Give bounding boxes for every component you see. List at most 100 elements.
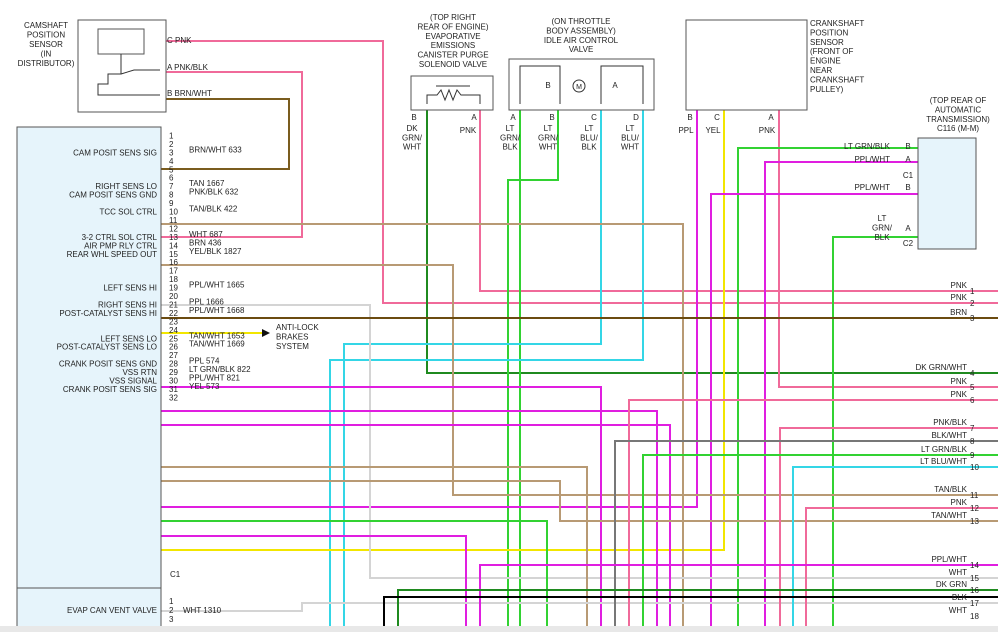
ckp-sensor-label: POSITION [810, 28, 848, 37]
pcm-wire-color: PPL/WHT 1665 [189, 281, 245, 290]
iac-motor-circle [572, 79, 586, 93]
pcm-wire-color: PPL 574 [189, 357, 220, 366]
pcm-wire-color: YEL/BLK 1827 [189, 247, 242, 256]
pcm-pin-label: VSS SIGNAL [109, 377, 157, 386]
right-wire-number: 4 [970, 369, 975, 378]
ckp-wire-pnk: PNK [759, 126, 776, 135]
c116-wire-4: BLK [874, 233, 890, 242]
right-wire-number: 6 [970, 396, 975, 405]
wire-r17-blk [383, 596, 998, 632]
wire-pin13-wht [161, 304, 998, 579]
abs-arrow [262, 329, 270, 337]
right-wire-color: PPL/WHT [931, 555, 967, 564]
iac-inner-m: M [576, 84, 582, 91]
c116-pin-a2: A [905, 224, 911, 233]
right-wire-number: 12 [970, 504, 979, 513]
right-wire-color: PNK/BLK [933, 418, 967, 427]
iac-pin-A: A [510, 113, 516, 122]
ckp-sensor-label: SENSOR [810, 38, 844, 47]
wire-c116-lt-grn-blk-2 [832, 236, 918, 632]
wire-c2-pin2-wht [161, 602, 998, 612]
pcm-pin-number: 27 [169, 351, 178, 360]
pcm-pin-number: 20 [169, 292, 178, 301]
pcm-pin-number: 32 [169, 393, 178, 402]
wire-pin29-lt-grn-blk [161, 520, 548, 632]
wire-c116-lt-grn-blk [737, 147, 918, 632]
pcm-pin-label: LEFT SENS LO [101, 334, 157, 343]
right-wire-color: LT GRN/BLK [921, 445, 968, 454]
pcm-pin-label: RIGHT SENS LO [95, 182, 157, 191]
pcm-pin-number: 8 [169, 191, 174, 200]
pcm-pin-number: 30 [169, 377, 178, 386]
evap-pin-a: A [471, 113, 477, 122]
right-wire-number: 15 [970, 574, 979, 583]
pcm-pin-label: TCC SOL CTRL [100, 208, 158, 217]
c116-wire-2: PPL/WHT [854, 155, 890, 164]
pcm-pin-label: POST-CATALYST SENS HI [59, 309, 157, 318]
wire-r9-lt-grn-blk [642, 454, 998, 632]
right-wire-number: 9 [970, 451, 975, 460]
right-wire-number: 11 [970, 491, 979, 500]
iac-valve-label: IDLE AIR CONTROL [544, 36, 619, 45]
right-wire-color: DK GRN/WHT [915, 363, 967, 372]
right-wire-color: BLK/WHT [931, 431, 967, 440]
right-wire-color: WHT [949, 568, 967, 577]
evap-wire-pnk: PNK [460, 126, 477, 135]
cmp-sensor-label: DISTRIBUTOR) [18, 59, 75, 68]
evap-wire-color: DK [406, 124, 418, 133]
wire-cmp-pnk-blk [161, 71, 303, 238]
right-wire-number: 18 [970, 612, 979, 621]
iac-wire-color: LT [626, 124, 635, 133]
iac-wire-color: LT [544, 124, 553, 133]
evap-valve-label: (TOP RIGHT [430, 13, 476, 22]
wire-evap-dk-grn-wht [426, 110, 998, 374]
evap-valve-label: SOLENOID VALVE [419, 60, 487, 69]
pcm-wire-color: PNK/BLK 632 [189, 188, 239, 197]
wire-r10-lt-blu-wht [792, 466, 998, 632]
c116-label: C116 (M-M) [937, 124, 979, 133]
pcm-wire-color: YEL 573 [189, 382, 220, 391]
cmp-sensor-label: CAMSHAFT [24, 21, 68, 30]
pcm-pin-number: 19 [169, 284, 178, 293]
right-wire-number: 5 [970, 383, 975, 392]
right-wire-number: 16 [970, 586, 979, 595]
right-wire-color: TAN/BLK [934, 485, 967, 494]
pcm-pin-label: AIR PMP RLY CTRL [84, 241, 157, 250]
pcm-wire-color: BRN/WHT 633 [189, 145, 242, 154]
pcm-pin-number: 13 [169, 233, 178, 242]
wire-ckp-pnk [778, 110, 998, 388]
c116-label: (TOP REAR OF [930, 96, 987, 105]
ckp-pin-c: C [714, 113, 720, 122]
evap-valve-label: REAR OF ENGINE) [417, 22, 488, 31]
ckp-sensor-box [685, 19, 808, 111]
evap-pin-b: B [411, 113, 416, 122]
right-wire-number: 7 [970, 424, 975, 433]
wire-pin30-ppl-wht [161, 535, 467, 632]
pcm-wire-color: PPL/WHT 1668 [189, 306, 245, 315]
wire-iac-b [507, 110, 559, 632]
wire-pin21-ppl [161, 410, 658, 632]
iac-valve-label: (ON THROTTLE [552, 17, 611, 26]
right-wire-number: 14 [970, 561, 979, 570]
evap-valve-label: CANISTER PURGE [417, 51, 488, 60]
iac-wire-color: BLU/ [580, 133, 599, 142]
pcm-pin-number: 11 [169, 216, 178, 225]
wire-iac-c [343, 110, 602, 632]
pcm-wire-color: TAN/WHT 1653 [189, 331, 245, 340]
pcm-c2-pin-number: 1 [169, 597, 174, 606]
wire-iac-d [329, 110, 644, 632]
right-wire-color: DK GRN [936, 580, 967, 589]
c116-connector-box [917, 137, 977, 250]
pcm-pin-label: CAM POSIT SENS GND [69, 191, 157, 200]
pcm-wire-color: PPL 1666 [189, 297, 224, 306]
c116-wire-3: PPL/WHT [854, 183, 890, 192]
wire-r14-ppl-wht [479, 564, 998, 632]
pcm-connector-body [16, 126, 162, 632]
right-wire-color: WHT [949, 606, 967, 615]
right-wire-color: BRN [950, 308, 967, 317]
ckp-sensor-label: ENGINE [810, 57, 841, 66]
c116-c1: C1 [903, 171, 914, 180]
ckp-sensor-label: CRANKSHAFT [810, 75, 864, 84]
iac-wire-color: GRN/ [538, 133, 559, 142]
right-wire-color: TAN/WHT [931, 511, 967, 520]
